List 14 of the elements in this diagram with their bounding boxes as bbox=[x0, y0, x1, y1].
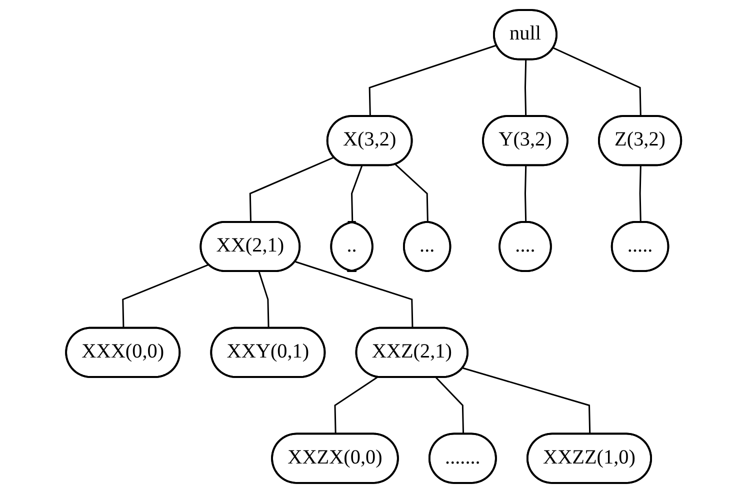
connector bbox=[524, 60, 527, 117]
connector bbox=[524, 166, 527, 223]
connector bbox=[462, 367, 591, 434]
connector bbox=[334, 376, 378, 434]
connector bbox=[122, 264, 209, 328]
connector bbox=[350, 166, 363, 223]
connector bbox=[394, 164, 428, 223]
connector bbox=[295, 261, 414, 328]
connector bbox=[249, 156, 334, 223]
connector bbox=[258, 271, 270, 328]
connector bbox=[435, 377, 464, 434]
connector bbox=[553, 47, 642, 117]
connector bbox=[368, 44, 497, 117]
connector bbox=[639, 166, 642, 223]
